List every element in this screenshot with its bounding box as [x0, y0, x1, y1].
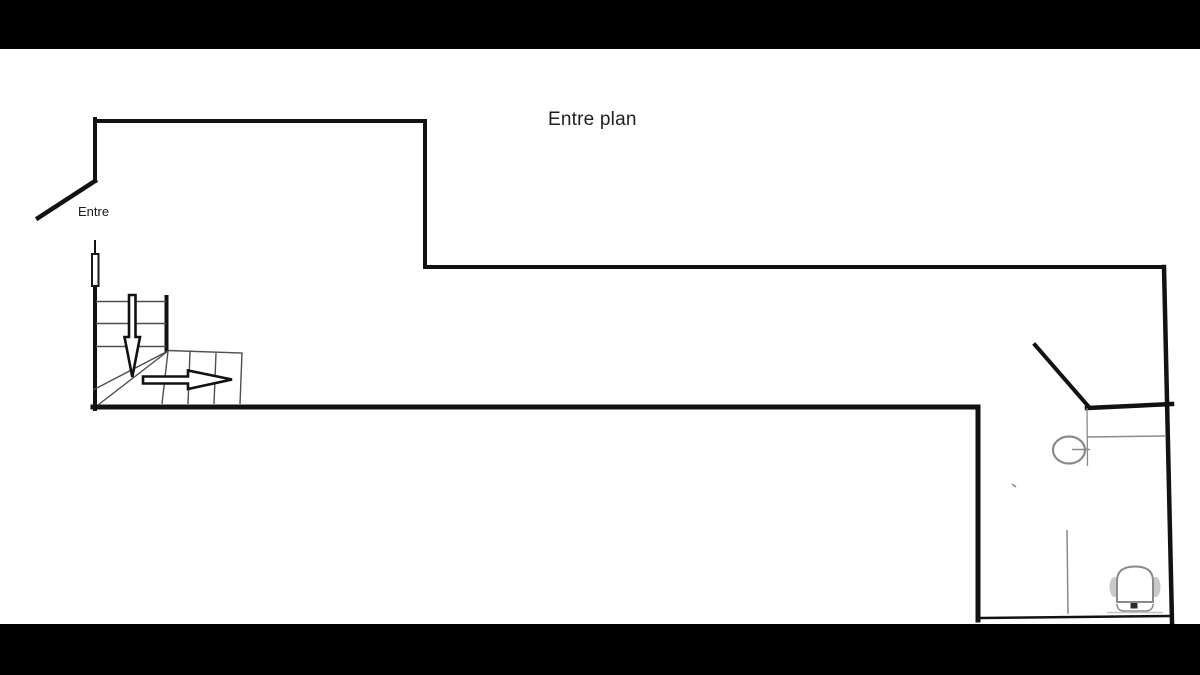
- letterbox-top: [0, 0, 1200, 49]
- plan-title: Entre plan: [548, 109, 637, 130]
- bathroom-thin-horizontal: [1086, 435, 1166, 438]
- entry-door-leaf: [34, 177, 99, 222]
- direction-arrows: [122, 293, 233, 391]
- stairs-right-arrow-icon: [141, 368, 233, 391]
- sink-icon: [1051, 435, 1090, 465]
- bathroom-detail: [1011, 407, 1166, 615]
- stairs-down-arrow-icon: [122, 293, 142, 378]
- bathroom-door-leaf: [1032, 342, 1092, 410]
- wall-bathroom-bottom: [979, 614, 1173, 620]
- wall-bathroom-angled: [1084, 401, 1175, 411]
- wall-right: [1161, 264, 1175, 625]
- partition-line: [1066, 529, 1069, 615]
- wall-bottom-and-bathroom-left: [90, 404, 981, 623]
- stray-mark: [1011, 483, 1017, 488]
- stair-lower-edge: [167, 349, 243, 405]
- stair-winder: [97, 350, 169, 406]
- walls: [34, 117, 1175, 625]
- entry-door-jamb: [91, 253, 100, 287]
- wall-top: [93, 119, 1166, 269]
- toilet-icon: [1107, 565, 1163, 614]
- entry-label: Entre: [78, 204, 110, 219]
- letterbox-bottom: [0, 624, 1200, 675]
